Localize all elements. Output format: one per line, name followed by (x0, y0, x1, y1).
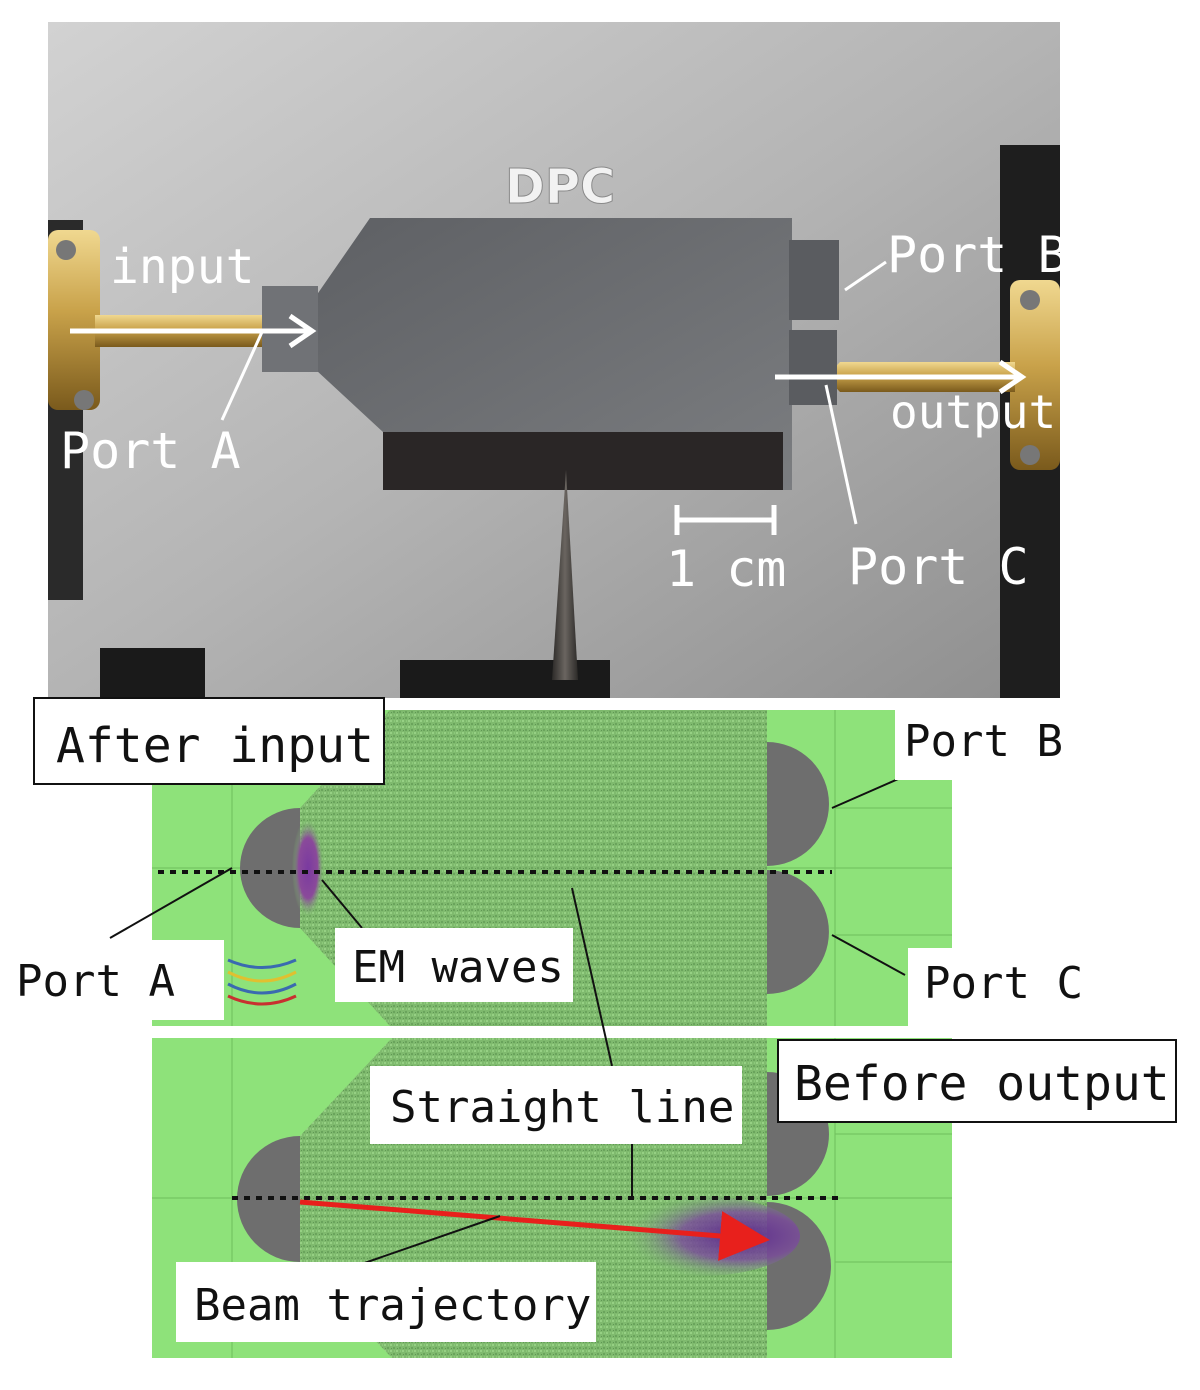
simulation-top-panel: After input Port B Port A EM waves Port … (0, 697, 1100, 1026)
output-arrow-head (998, 359, 1027, 395)
right-flange (1010, 280, 1060, 470)
after-input-box (33, 697, 385, 785)
sim-top-port-b-shape (767, 742, 829, 866)
sim-port-b-leader (831, 775, 906, 809)
photo-panel: DPC input Port A Port B output 1 cm Port… (48, 22, 1068, 698)
sim-port-c-leader (831, 934, 906, 976)
beam-trajectory-arrow (299, 1199, 770, 1261)
em-waves-leader (321, 879, 363, 929)
screw-icon (74, 390, 94, 410)
input-arrow-head (288, 313, 317, 349)
dpc-title: DPC (505, 159, 615, 215)
sim-top-port-a-shape (240, 808, 300, 928)
dpc-chip (316, 218, 792, 490)
port-c-block (789, 330, 837, 405)
straight-line-box (370, 1066, 742, 1144)
input-label: input (110, 239, 255, 295)
scale-label: 1 cm (666, 540, 786, 598)
before-output-box (777, 1039, 1177, 1123)
beam-trajectory-leader (349, 1215, 501, 1269)
straight-line-label: Straight line (390, 1082, 734, 1133)
after-input-label: After input (56, 718, 374, 774)
sim-port-b-label: Port B (904, 716, 1063, 767)
em-waves-box (335, 928, 573, 1002)
sim-port-b-box (895, 710, 1085, 780)
port-c-leader (824, 384, 858, 525)
scattered-waves (227, 958, 297, 1006)
stage-center (400, 660, 610, 698)
sim-port-a-box (0, 940, 224, 1020)
em-waves-label: EM waves (352, 942, 564, 993)
screw-icon (1020, 445, 1040, 465)
port-a-leader (220, 331, 264, 421)
photo-port-a-label: Port A (60, 422, 241, 480)
sim-top-port-c-shape (767, 870, 829, 994)
before-output-label: Before output (794, 1056, 1170, 1112)
screw-icon (1020, 290, 1040, 310)
em-wave-packet (292, 818, 324, 918)
beam-trajectory-box (176, 1262, 596, 1342)
photo-port-c-label: Port C (848, 538, 1029, 596)
left-flange (48, 230, 100, 410)
port-b-block (789, 240, 839, 320)
probe-needle (552, 470, 578, 680)
sim-port-c-box (908, 948, 1100, 1026)
chip-reflection (383, 432, 783, 490)
photo-port-b-label: Port B (887, 226, 1068, 284)
output-label: output (890, 385, 1056, 439)
sim-port-a-leader (109, 867, 233, 939)
screw-icon (56, 240, 76, 260)
sim-port-a-label: Port A (16, 956, 175, 1007)
stage-left (100, 648, 205, 698)
sim-port-c-label: Port C (924, 958, 1083, 1009)
simulation-bottom-panel: Straight line Before output Beam traject… (152, 887, 1177, 1358)
beam-trajectory-label: Beam trajectory (194, 1280, 591, 1331)
port-b-leader (844, 260, 887, 292)
straight-line-leader-top (571, 887, 613, 1067)
